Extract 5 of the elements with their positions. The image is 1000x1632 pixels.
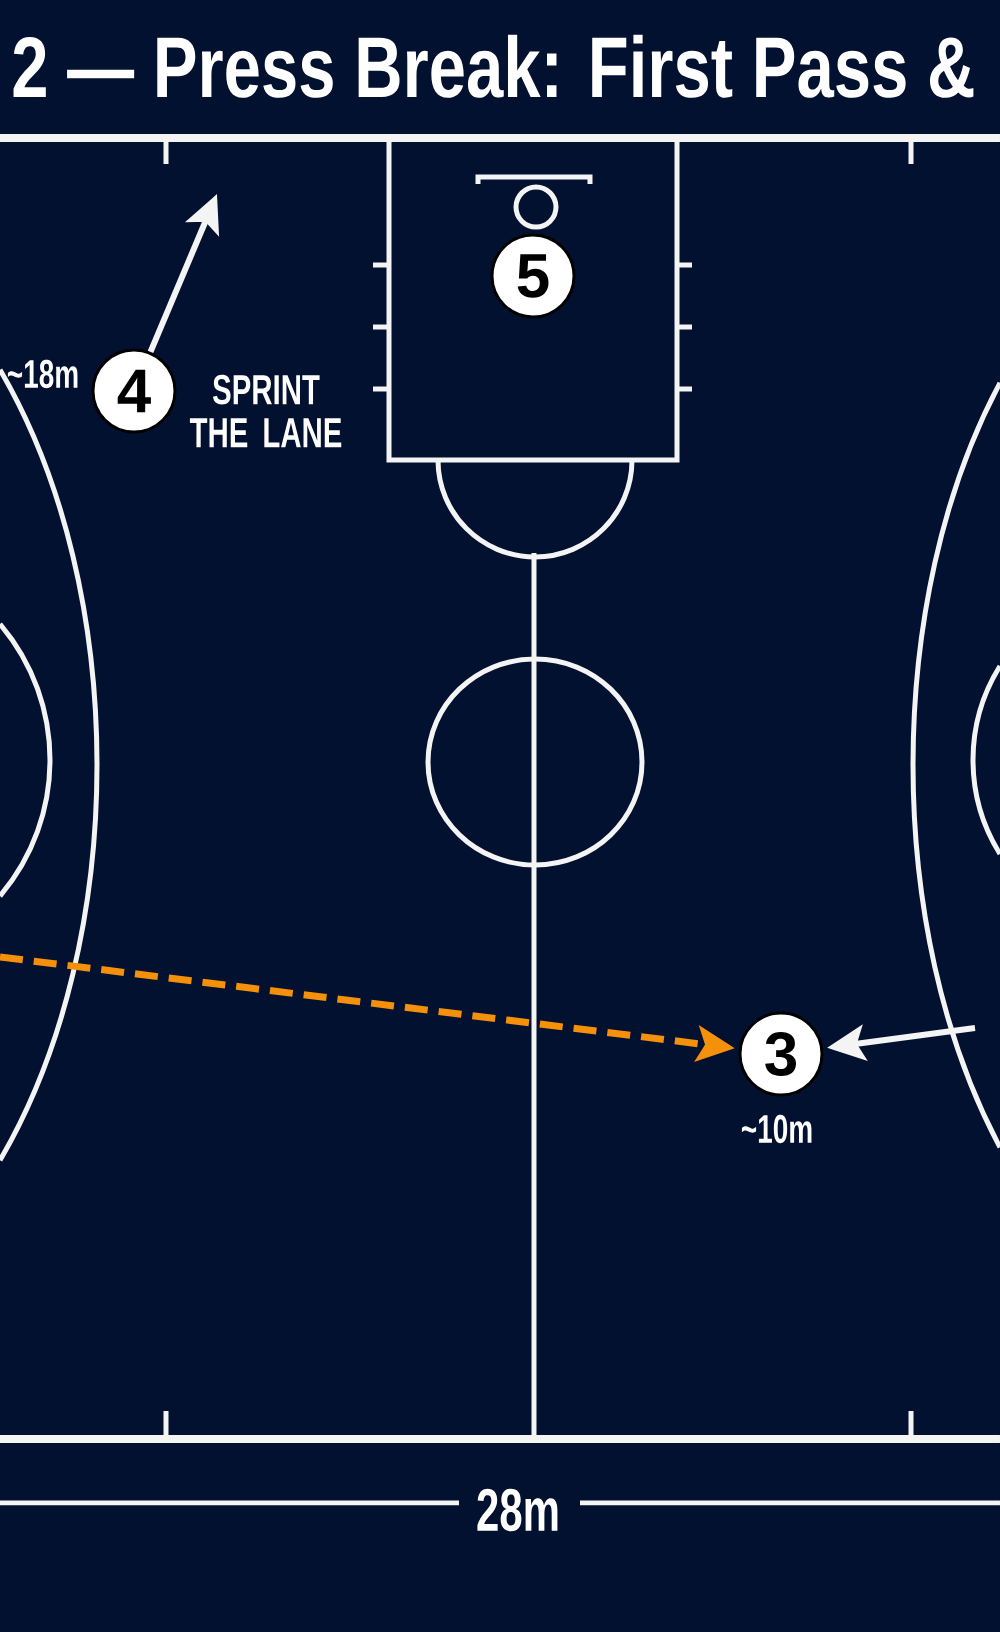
distance-label: ~18m xyxy=(7,359,78,389)
distance-label: ~10m xyxy=(741,1114,812,1144)
action-label: SPRINT THE LANE xyxy=(189,374,342,448)
dimension-label: 28m xyxy=(477,1488,558,1532)
title: 2 — Press Break: First Pass & xyxy=(13,34,974,98)
